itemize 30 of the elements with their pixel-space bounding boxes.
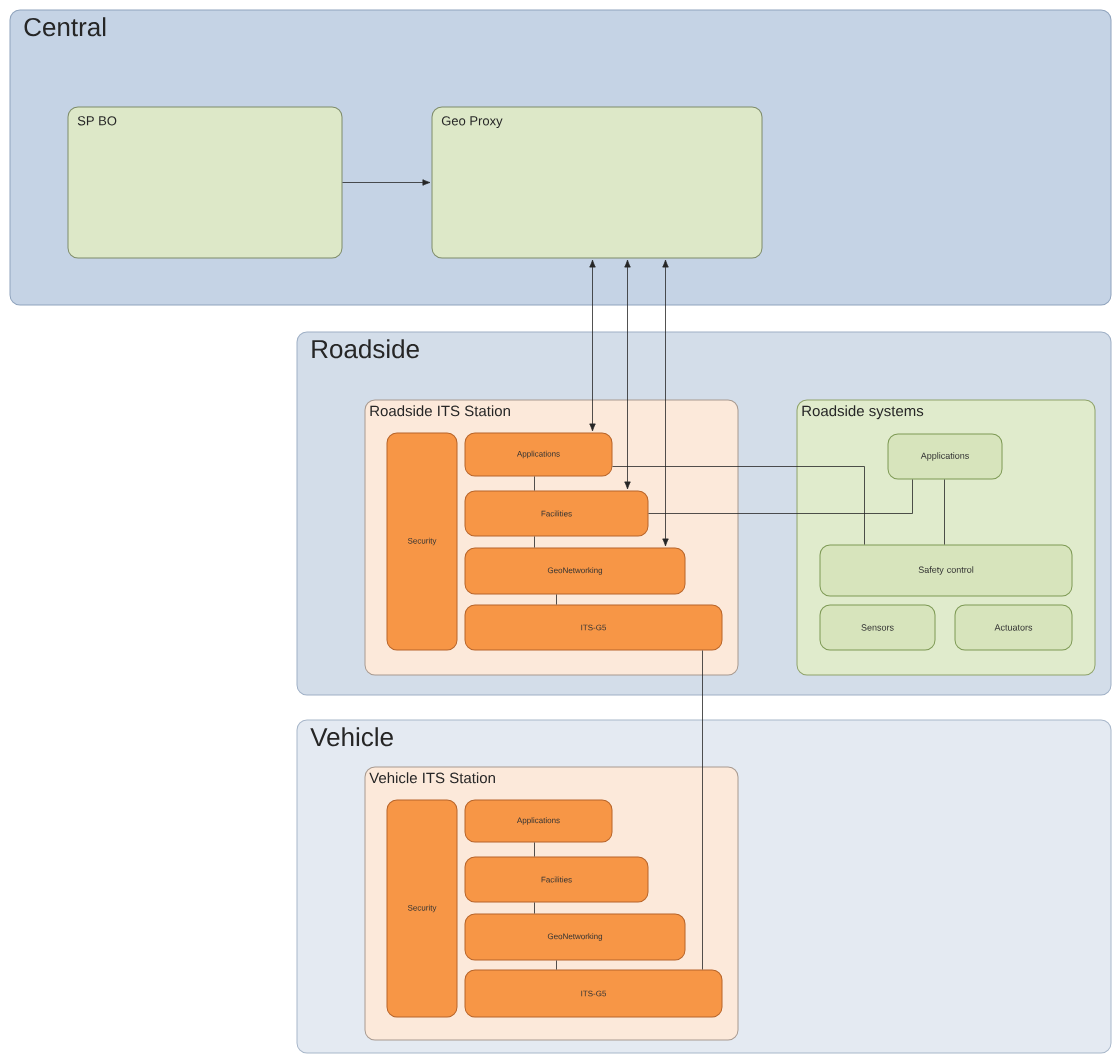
connector-line — [534, 476, 535, 491]
layer-box: Security — [386, 799, 458, 1018]
connector-line — [534, 842, 535, 857]
system-box: Actuators — [954, 604, 1073, 651]
layer-box: Applications — [464, 432, 613, 477]
arrow — [342, 179, 431, 186]
arrow — [662, 259, 669, 547]
arrow — [589, 259, 596, 432]
connector-line — [534, 536, 535, 548]
component-box: SP BO — [67, 106, 343, 259]
layer-box: ITS-G5 — [464, 604, 723, 651]
connector-line — [702, 650, 703, 970]
system-box: Safety control — [819, 544, 1073, 597]
connector-line — [648, 479, 913, 514]
component-box: Geo Proxy — [431, 106, 763, 259]
system-box: Applications — [887, 433, 1003, 480]
arrow — [624, 259, 631, 490]
layer-box: Security — [386, 432, 458, 651]
layer-box: GeoNetworking — [464, 913, 686, 961]
connector-line — [556, 960, 557, 970]
connector-line — [556, 594, 557, 605]
layer-box: Applications — [464, 799, 613, 843]
system-box: Sensors — [819, 604, 936, 651]
layer-box: Facilities — [464, 856, 649, 903]
connector-line — [944, 479, 945, 545]
layer-box: Facilities — [464, 490, 649, 537]
connector-line — [612, 466, 865, 545]
connector-line — [534, 902, 535, 914]
layer-box: GeoNetworking — [464, 547, 686, 595]
layer-box: ITS-G5 — [464, 969, 723, 1018]
